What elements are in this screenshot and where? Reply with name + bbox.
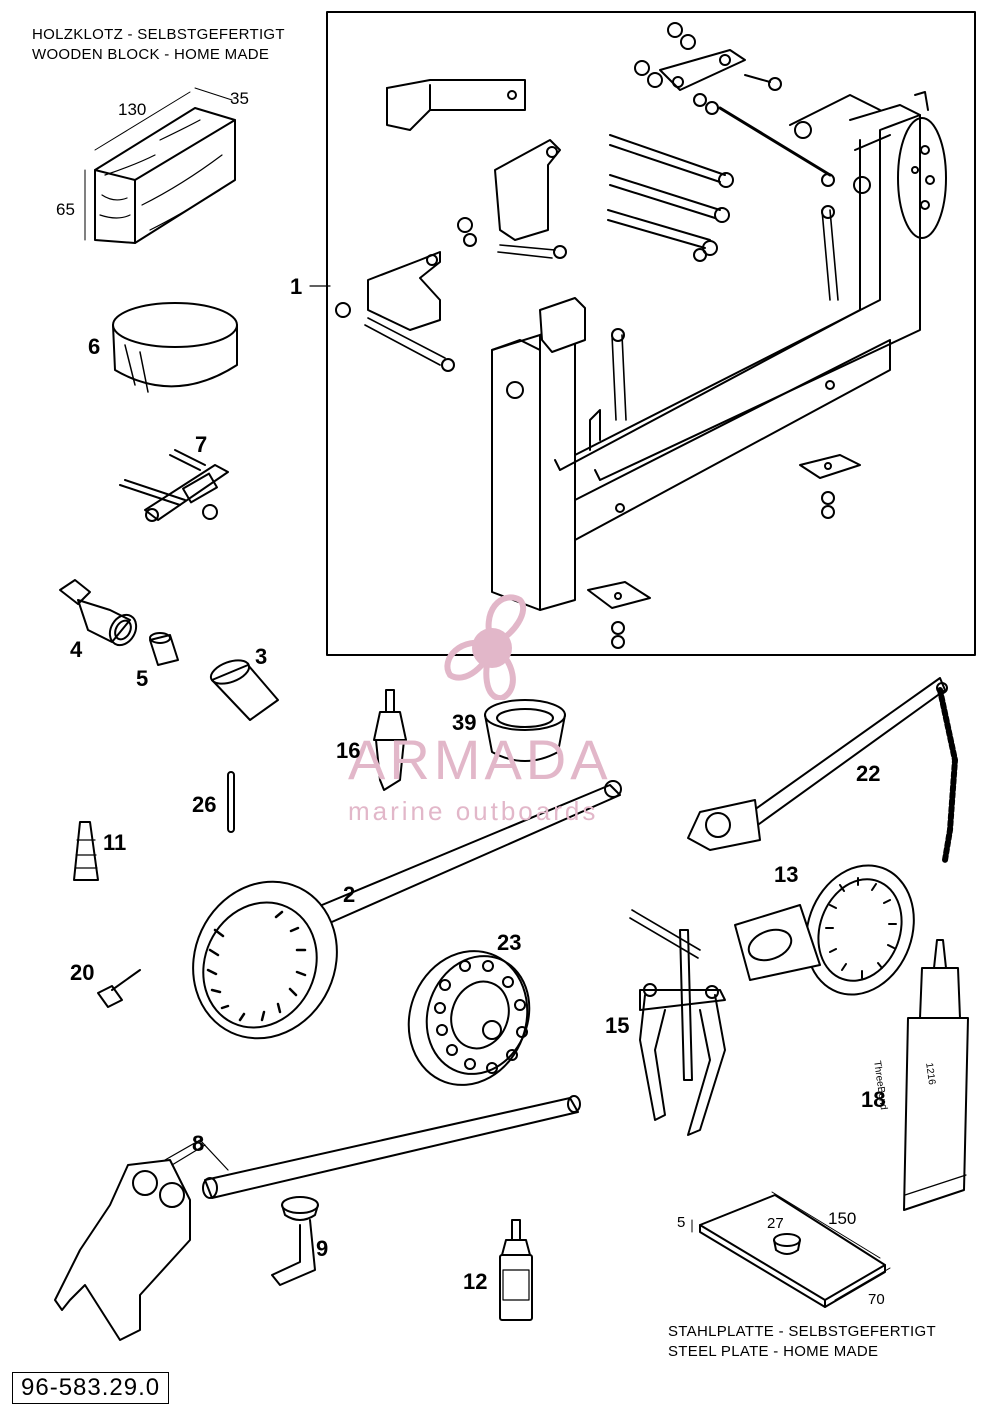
bracket-part-9 — [271, 1196, 319, 1286]
sealant-tube-part-18 — [903, 939, 969, 1211]
steel-plate-caption-de: STAHLPLATTE - SELBSTGEFERTIGT — [668, 1323, 936, 1340]
plate-thickness-dimension: 5 — [677, 1214, 686, 1231]
part-label-5: 5 — [136, 666, 149, 691]
leader-lines — [171, 285, 331, 1166]
pin-part-26 — [227, 771, 235, 833]
part-label-23: 23 — [497, 930, 522, 955]
part-label-9: 9 — [316, 1236, 329, 1261]
part-label-16: 16 — [336, 738, 361, 763]
part-label-6: 6 — [88, 334, 101, 359]
part-label-12: 12 — [463, 1269, 488, 1294]
block-height-dimension: 65 — [56, 200, 75, 219]
ring-wrench-part-13 — [734, 864, 915, 996]
armada-propeller-logo — [444, 594, 527, 700]
part-label-8: 8 — [192, 1131, 205, 1156]
plug-part-11 — [73, 821, 99, 881]
part-label-18: 18 — [861, 1087, 886, 1112]
plate-width-dimension: 70 — [868, 1291, 885, 1308]
cup-part-39 — [484, 699, 566, 762]
wooden-block-caption-de: HOLZKLOTZ - SELBSTGEFERTIGT — [32, 26, 285, 43]
holder-part-8 — [54, 1095, 581, 1341]
bottle-part-12 — [499, 1219, 533, 1321]
block-length-dimension: 130 — [118, 100, 147, 119]
sleeve-part-5 — [149, 632, 179, 666]
part-label-11: 11 — [103, 830, 127, 855]
three-jaw-puller-part-15 — [629, 909, 726, 1136]
part-label-22: 22 — [856, 761, 881, 786]
part-label-20: 20 — [70, 960, 95, 985]
chain-wrench-part-22 — [687, 677, 958, 863]
disc-part-23 — [407, 950, 531, 1086]
block-width-dimension: 35 — [230, 89, 249, 108]
steel-plate-drawing — [691, 1191, 891, 1308]
part-label-7: 7 — [195, 432, 208, 457]
wooden-block-drawing — [84, 87, 236, 244]
document-number: 96-583.29.0 — [12, 1372, 170, 1404]
watermark-brand: ARMADA — [348, 728, 612, 791]
adapter-part-4 — [59, 579, 138, 647]
part-label-4: 4 — [70, 637, 83, 662]
engine-stand-frame-box — [326, 11, 976, 656]
part-label-3: 3 — [255, 644, 268, 669]
part-label-39: 39 — [452, 710, 477, 735]
watermark-tagline: marine outboards — [348, 796, 599, 826]
part-label-1: 1 — [290, 274, 303, 299]
screw-part-20 — [97, 969, 141, 1008]
part-label-2: 2 — [343, 882, 356, 907]
puller-part-7 — [119, 449, 229, 522]
engine-stand-part-1 — [335, 22, 947, 649]
plate-hole-dimension: 27 — [767, 1215, 784, 1232]
ring-part-6 — [112, 302, 238, 393]
wooden-block-caption-en: WOODEN BLOCK - HOME MADE — [32, 46, 270, 63]
puller-part-16 — [373, 689, 407, 791]
sleeve-part-3 — [209, 659, 279, 721]
holding-wrench-part-2 — [192, 780, 622, 1040]
part-label-26: 26 — [192, 792, 217, 817]
steel-plate-caption-en: STEEL PLATE - HOME MADE — [668, 1343, 879, 1360]
part-label-15: 15 — [605, 1013, 630, 1038]
part-label-13: 13 — [774, 862, 799, 887]
plate-length-dimension: 150 — [828, 1209, 857, 1228]
